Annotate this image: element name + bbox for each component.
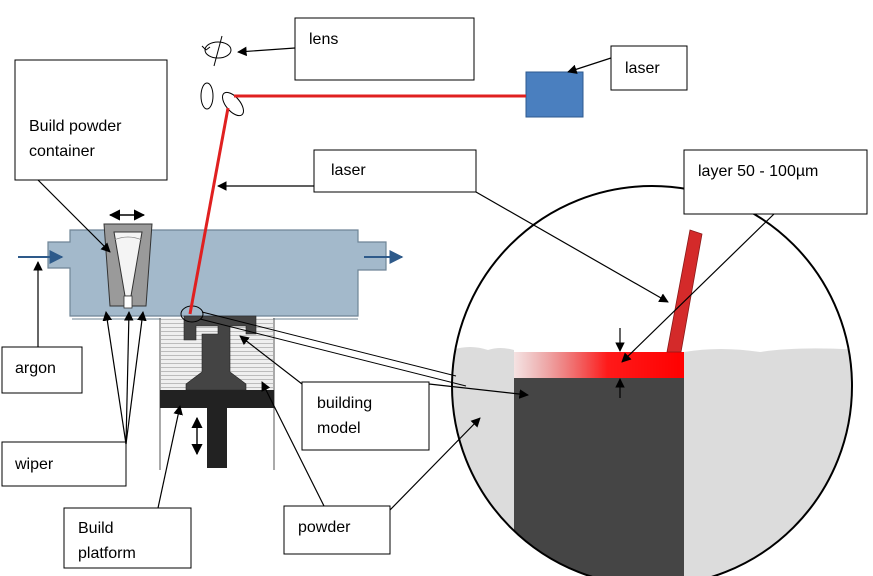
powder-label-box [283,505,391,555]
build-platform-label-box [63,507,192,569]
zoom-line-top [201,311,457,377]
detail-part-body [514,378,684,576]
build-powder-container [103,223,153,309]
laser-source-label: laser [625,60,660,77]
lens-label: lens [309,31,338,48]
build-powder-container-label-box [14,59,168,181]
build-platform [160,390,274,408]
building-model-label-line2: model [317,420,361,437]
zoom-line-bottom [199,318,467,387]
rotation-symbol-icon [201,35,232,67]
build-platform-label-line1: Build [78,520,114,537]
laser-source [525,71,584,118]
wiper-label-box [1,441,127,487]
build-powder-container-label-line1: Build powder [29,118,122,135]
build-platform-label-line2: platform [78,545,136,562]
wiper-label: wiper [14,456,54,473]
scanner-mirror-2 [222,91,244,117]
laser-source-label-box [610,45,688,91]
detail-melt-layer [514,352,684,378]
building-model-label-box [301,381,430,451]
laser-beam-vertical [188,107,230,315]
argon-label: argon [15,360,56,377]
layer-label-box [683,149,868,215]
powder-label: powder [298,519,351,536]
lens-label-box [294,17,475,81]
platform-piston [207,408,227,468]
building-model-label-line1: building [317,395,372,412]
build-chamber [47,229,387,317]
build-powder-container-label-line2: container [29,143,95,160]
argon-label-box [1,346,83,394]
magnified-detail [452,186,852,576]
scanner-mirror-1 [200,82,214,110]
laser-beam-label: laser [331,162,366,179]
laser-beam-label-box [313,149,477,193]
layer-label: layer 50 - 100µm [698,163,818,180]
